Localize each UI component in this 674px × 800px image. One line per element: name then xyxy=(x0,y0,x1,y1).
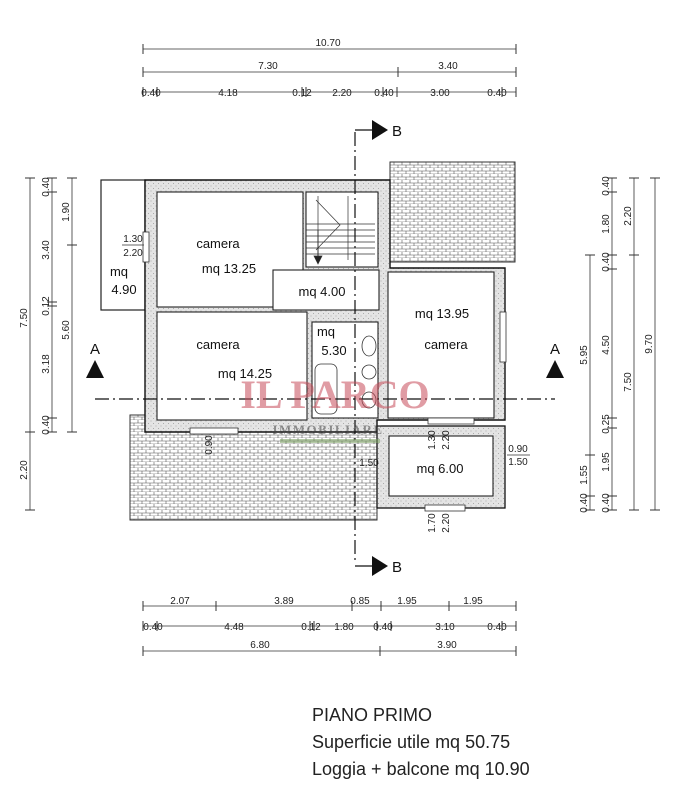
staircase xyxy=(306,196,375,265)
dim-top-row3-0: 0.40 xyxy=(141,88,161,99)
room-camera2-name: camera xyxy=(196,337,240,352)
room-bath-value: 5.30 xyxy=(321,343,346,358)
section-arrow-a-left xyxy=(86,360,104,378)
dim-top-row2-0: 7.30 xyxy=(258,61,278,72)
dims-left xyxy=(25,177,77,511)
dim-top-row3-4: 0.40 xyxy=(374,88,394,99)
dim-right-mid-5: 1.95 xyxy=(601,452,612,472)
dim-right-mid-0: 0.40 xyxy=(601,176,612,196)
dim-left-outer-0: 7.50 xyxy=(19,308,30,328)
room-camera3-name: camera xyxy=(424,337,468,352)
dim-bot-row2-1: 4.48 xyxy=(224,622,244,633)
dim-right-outer-2: 9.70 xyxy=(644,334,655,354)
dim-top-row3-5: 3.00 xyxy=(430,88,450,99)
room-camera3-area: mq 13.95 xyxy=(415,306,469,321)
dim-right-mid-3: 4.50 xyxy=(601,335,612,355)
dim-right-outer-1: 7.50 xyxy=(623,372,634,392)
room-camera1-area: mq 13.25 xyxy=(202,261,256,276)
dim-right-outer-0: 2.20 xyxy=(623,206,634,226)
dim-bot-row3-1: 3.90 xyxy=(437,640,457,651)
section-arrow-b-bottom xyxy=(372,556,388,576)
dim-bot-row1-2: 0.85 xyxy=(350,596,370,607)
room-balcony-area: mq 6.00 xyxy=(417,461,464,476)
dim-left-mid-2: 0.12 xyxy=(41,296,52,316)
dim-left-inner-1: 5.60 xyxy=(61,320,72,340)
dim-top-row3-6: 0.40 xyxy=(487,88,507,99)
dim-right-mid-2: 0.40 xyxy=(601,252,612,272)
watermark-brand: IL PARCO xyxy=(240,372,429,417)
section-label-a-left: A xyxy=(90,341,100,358)
dim-bot-row2-6: 0.40 xyxy=(487,622,507,633)
section-label-b-bottom: B xyxy=(392,559,402,576)
opening-right2-bot: 1.50 xyxy=(508,457,528,468)
room-camera2-area: mq 14.25 xyxy=(218,366,272,381)
dim-right-mid-6: 0.40 xyxy=(601,493,612,513)
watermark-sub: IMMOBILIARE xyxy=(272,422,383,437)
opening-small-a: 0.90 xyxy=(204,435,215,455)
dim-bot-row3-0: 6.80 xyxy=(250,640,270,651)
dim-left-mid-3: 3.18 xyxy=(41,354,52,374)
dim-bot-row1-3: 1.95 xyxy=(397,596,417,607)
room-camera1-name: camera xyxy=(196,236,240,251)
section-arrow-b-top xyxy=(372,120,388,140)
watermark-logo: IL PARCO IMMOBILIARE xyxy=(240,372,430,443)
dims-bottom xyxy=(142,601,517,656)
room-loggia-mq: mq xyxy=(110,264,128,279)
dim-right-inner-0: 1.55 xyxy=(579,465,590,485)
dims-top xyxy=(142,44,517,97)
dim-left-mid-4: 0.40 xyxy=(41,415,52,435)
dim-bot-row2-5: 3.10 xyxy=(435,622,455,633)
dim-right-mid-1: 1.80 xyxy=(601,214,612,234)
room-hall-area: mq 4.00 xyxy=(299,284,346,299)
dim-right-mid-4: 0.25 xyxy=(601,414,612,434)
section-arrow-a-right xyxy=(546,360,564,378)
opening-left-top: 1.30 xyxy=(123,234,143,245)
dim-left-inner-0: 1.90 xyxy=(61,202,72,222)
caption-title: PIANO PRIMO xyxy=(312,705,433,725)
opening-bal-bot: 2.20 xyxy=(441,513,452,533)
windows xyxy=(142,231,507,512)
bathroom-fixtures xyxy=(314,335,377,415)
opening-small-b: 1.50 xyxy=(359,458,379,469)
dim-bot-row2-4: 0.40 xyxy=(373,622,393,633)
opening-right-bot: 2.20 xyxy=(441,430,452,450)
dim-top-row3-3: 2.20 xyxy=(332,88,352,99)
section-label-a-right: A xyxy=(550,341,560,358)
dim-left-outer-1: 2.20 xyxy=(19,460,30,480)
dim-bot-row1-0: 2.07 xyxy=(170,596,190,607)
dim-top-row2-1: 3.40 xyxy=(438,61,458,72)
dim-bot-row1-4: 1.95 xyxy=(463,596,483,607)
caption-surface: Superficie utile mq 50.75 xyxy=(312,732,511,752)
dim-left-mid-0: 0.40 xyxy=(41,177,52,197)
dim-right-inner-1: 5.95 xyxy=(579,345,590,365)
dim-left-mid-1: 3.40 xyxy=(41,240,52,260)
room-loggia-value: 4.90 xyxy=(111,282,136,297)
dim-bot-row2-0: 0.40 xyxy=(143,622,163,633)
dims-right xyxy=(585,177,660,511)
dim-top-total: 10.70 xyxy=(315,38,340,49)
opening-right2-top: 0.90 xyxy=(508,444,528,455)
terrace-top-right xyxy=(389,161,516,263)
room-bath-mq: mq xyxy=(317,324,335,339)
opening-right-top: 1.30 xyxy=(427,430,438,450)
dim-bot-row1-1: 3.89 xyxy=(274,596,294,607)
plan-caption: PIANO PRIMO Superficie utile mq 50.75 Lo… xyxy=(312,702,530,783)
dim-right-inner-2: 0.40 xyxy=(579,493,590,513)
caption-loggia: Loggia + balcone mq 10.90 xyxy=(312,759,530,779)
dim-top-row3-1: 4.18 xyxy=(218,88,238,99)
dim-bot-row2-2: 0.12 xyxy=(301,622,321,633)
dim-top-row3-2: 0.12 xyxy=(292,88,312,99)
dim-bot-row2-3: 1.80 xyxy=(334,622,354,633)
opening-bal-top: 1.70 xyxy=(427,513,438,533)
section-label-b-top: B xyxy=(392,123,402,140)
opening-left-bot: 2.20 xyxy=(123,248,143,259)
